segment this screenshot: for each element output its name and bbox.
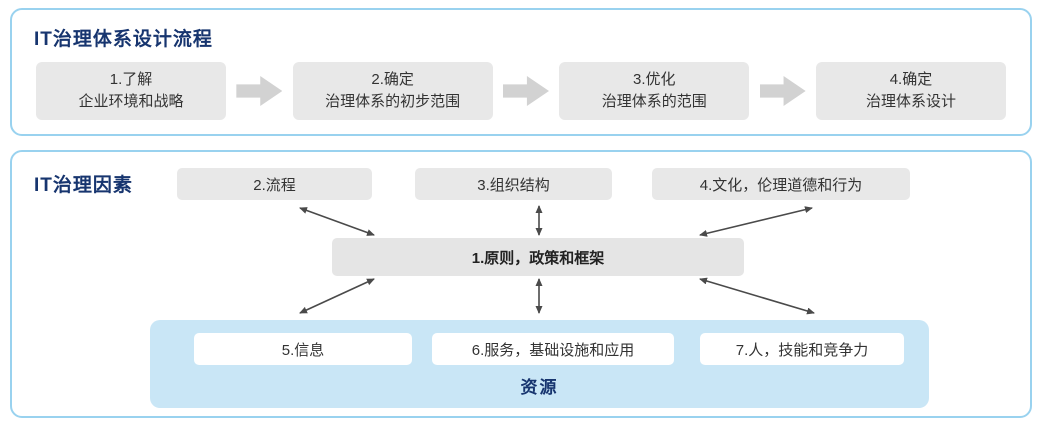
step-1-line1: 1.了解 (109, 71, 153, 89)
factor-box-principles: 1.原则，政策和框架 (332, 238, 744, 276)
factor-box-organization: 3.组织结构 (415, 168, 612, 200)
step-box-3: 3.优化 治理体系的范围 (559, 62, 750, 120)
factors-panel: IT治理因素 2.流程 3.组织结构 4.文化，伦理道德和行为 1.原则，政策和… (10, 150, 1032, 418)
step-2-line1: 2.确定 (371, 71, 414, 89)
resources-label: 资源 (520, 378, 559, 397)
step-4-line2: 治理体系设计 (865, 93, 956, 110)
arrow-center-to-information (299, 278, 375, 314)
step-3-line2: 治理体系的范围 (601, 93, 707, 110)
factors-title: IT治理因素 (34, 175, 133, 196)
flow-arrow-icon (236, 76, 283, 106)
factor-box-services: 6.服务，基础设施和应用 (432, 333, 674, 365)
step-box-4: 4.确定 治理体系设计 (815, 62, 1006, 120)
step-1-line2: 企业环境和战略 (78, 93, 184, 110)
process-flow-panel: IT治理体系设计流程 1.了解 企业环境和战略 2.确定 治理体系的初步范围 3… (10, 8, 1032, 136)
factor-box-information: 5.信息 (194, 333, 412, 365)
step-4-line1: 4.确定 (889, 71, 933, 89)
steps-row: 1.了解 企业环境和战略 2.确定 治理体系的初步范围 3.优化 治理体系的范围… (12, 62, 1030, 120)
step-box-1: 1.了解 企业环境和战略 (36, 62, 226, 120)
flow-arrow-icon (759, 76, 806, 106)
factor-box-culture: 4.文化，伦理道德和行为 (652, 168, 910, 200)
arrow-center-to-culture (699, 206, 813, 237)
factor-box-process: 2.流程 (177, 168, 372, 200)
arrow-center-to-process (299, 207, 375, 236)
flow-arrow-icon (502, 76, 549, 106)
resources-container: 5.信息 6.服务，基础设施和应用 7.人，技能和竞争力 资源 (150, 320, 929, 408)
arrow-center-to-people (699, 277, 815, 315)
step-3-line1: 3.优化 (633, 71, 676, 89)
step-box-2: 2.确定 治理体系的初步范围 (292, 62, 493, 120)
step-2-line2: 治理体系的初步范围 (325, 93, 461, 110)
factor-box-people: 7.人，技能和竞争力 (700, 333, 904, 365)
process-flow-title: IT治理体系设计流程 (34, 29, 213, 50)
